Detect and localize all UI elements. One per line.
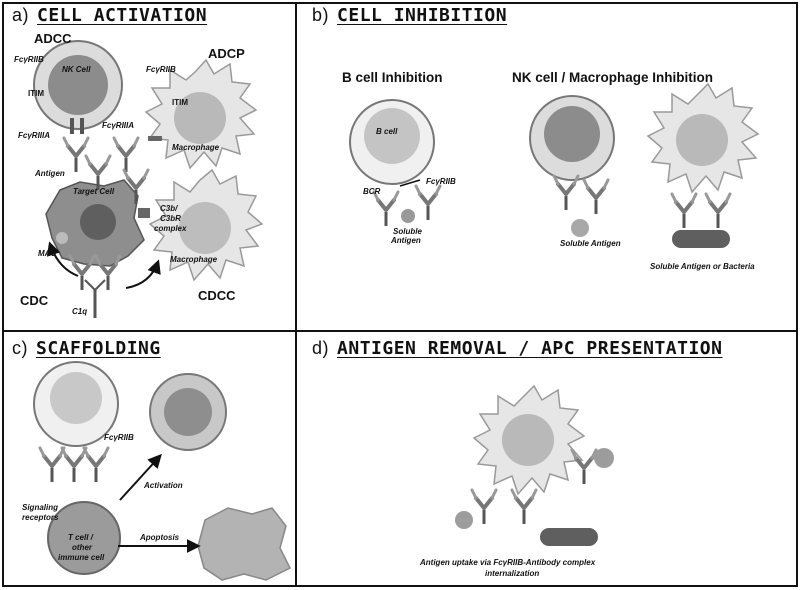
d-antigen-2 <box>594 448 614 468</box>
panel-c-title: c) SCAFFOLDING <box>12 338 161 359</box>
label-fcgr2b-c: FcγRIIB <box>104 433 134 442</box>
c1q-complex <box>84 279 106 318</box>
label-c1q: C1q <box>72 307 87 316</box>
d-bacterium <box>540 528 598 546</box>
arrow-cdcc <box>125 259 161 289</box>
label-mac: MAC <box>38 249 56 258</box>
c-antibody-2 <box>60 446 88 484</box>
label-antigen: Antigen <box>34 169 65 178</box>
panel-c-artwork: FcγRIIB Activation Signaling receptors A… <box>22 361 292 581</box>
mac-complex <box>56 232 68 244</box>
label-apoptosis: Apoptosis <box>139 533 180 542</box>
label-t-cell-1: T cell / <box>68 533 94 542</box>
label-b-cell: B cell <box>376 127 398 136</box>
panel-d-heading: ANTIGEN REMOVAL / APC PRESENTATION <box>337 338 723 359</box>
label-target-cell: Target Cell <box>73 187 115 196</box>
target-cell <box>45 179 145 267</box>
d-antibody-2 <box>510 488 538 526</box>
panel-c-tag: c) <box>12 338 28 358</box>
arrow-cdc <box>46 241 79 277</box>
label-cdcc: CDCC <box>198 288 236 303</box>
label-signaling-2: receptors <box>22 513 59 522</box>
label-b-cell-inhibition: B cell Inhibition <box>342 70 443 85</box>
bacterium <box>672 230 730 248</box>
label-t-cell-3: immune cell <box>58 553 105 562</box>
label-nk-mac-inhibition: NK cell / Macrophage Inhibition <box>512 70 713 85</box>
apc-macrophage <box>472 384 586 496</box>
b-cell <box>349 99 435 185</box>
label-soluble-1a: Soluble <box>393 227 422 236</box>
label-c3b-3: complex <box>154 224 187 233</box>
label-bcr: BCR <box>363 187 381 196</box>
label-macrophage-top: Macrophage <box>172 143 220 152</box>
label-adcc: ADCC <box>34 31 72 46</box>
label-soluble-1b: Antigen <box>390 236 421 245</box>
label-nk-cell: NK Cell <box>62 65 91 74</box>
mac-antibody-1 <box>670 192 698 230</box>
label-t-cell-2: other <box>72 543 93 552</box>
label-cdc: CDC <box>20 293 49 308</box>
macrophage-bottom <box>148 168 264 282</box>
apoptotic-cell <box>197 507 292 581</box>
panel-d-artwork: Antigen uptake via FcγRIIB-Antibody comp… <box>419 384 614 578</box>
c-top-cell <box>33 361 119 447</box>
label-itim-right: ITIM <box>172 98 188 107</box>
antibody-3 <box>112 136 140 174</box>
label-soluble-antigen-2: Soluble Antigen <box>560 239 621 248</box>
nk-soluble-antigen <box>571 219 589 237</box>
panel-c-heading: SCAFFOLDING <box>36 338 161 359</box>
panel-d-tag: d) <box>312 338 330 358</box>
label-caption-1: Antigen uptake via FcγRIIB-Antibody comp… <box>419 558 596 567</box>
macrophage-top <box>144 58 258 170</box>
arrow-activation <box>119 453 162 501</box>
c3b-complex <box>138 208 150 218</box>
panel-b-tag: b) <box>312 5 330 25</box>
b-antibody-1 <box>372 190 400 228</box>
d-antibody-1 <box>470 488 498 526</box>
label-c3b-1: C3b/ <box>160 204 178 213</box>
panel-b-title: b) CELL INHIBITION <box>312 5 507 26</box>
b-soluble-antigen <box>401 209 415 223</box>
nk-antibody-2 <box>582 178 610 216</box>
nk-antibody-1 <box>552 174 580 212</box>
panel-a-title: a) CELL ACTIVATION <box>12 5 207 26</box>
t-cell <box>47 501 121 575</box>
label-fcgr2b-b: FcγRIIB <box>426 177 456 186</box>
c-antibody-3 <box>82 446 110 484</box>
label-activation: Activation <box>143 481 183 490</box>
panel-a-heading: CELL ACTIVATION <box>37 5 208 26</box>
d-antigen-1 <box>455 511 473 529</box>
panel-a-tag: a) <box>12 5 30 25</box>
label-fcgr3a-left: FcγRIIIA <box>18 131 50 140</box>
label-adcp: ADCP <box>208 46 245 61</box>
nk-cell <box>33 40 123 134</box>
mac-antibody-2 <box>704 192 732 230</box>
panel-d-title: d) ANTIGEN REMOVAL / APC PRESENTATION <box>312 338 722 359</box>
label-soluble-bacteria: Soluble Antigen or Bacteria <box>650 262 755 271</box>
panel-b-artwork: B cell Inhibition NK cell / Macrophage I… <box>342 70 760 271</box>
label-c3b-2: C3bR <box>160 214 181 223</box>
label-fcgr3a-right: FcγRIIIA <box>102 121 134 130</box>
label-signaling-1: Signaling <box>22 503 58 512</box>
b-antibody-2 <box>414 184 442 222</box>
label-fcgr2b-left: FcγRIIB <box>14 55 44 64</box>
nk-cell-inhibited <box>529 95 615 181</box>
label-macrophage-bottom: Macrophage <box>170 255 218 264</box>
antibody-1 <box>62 136 90 174</box>
macrophage-inhibited <box>646 82 760 194</box>
activated-cell <box>149 373 227 451</box>
label-fcgr2b-right: FcγRIIB <box>146 65 176 74</box>
panel-a-artwork: ADCC ADCP CDC CDCC NK Cell FcγRIIB ITIM … <box>14 31 264 318</box>
c-antibody-1 <box>38 446 66 484</box>
panel-b-heading: CELL INHIBITION <box>337 5 508 26</box>
inhibition-mark <box>399 179 421 187</box>
d-antibody-3 <box>570 448 598 486</box>
label-caption-2: internalization <box>485 569 539 578</box>
label-itim-left: ITIM <box>28 89 44 98</box>
